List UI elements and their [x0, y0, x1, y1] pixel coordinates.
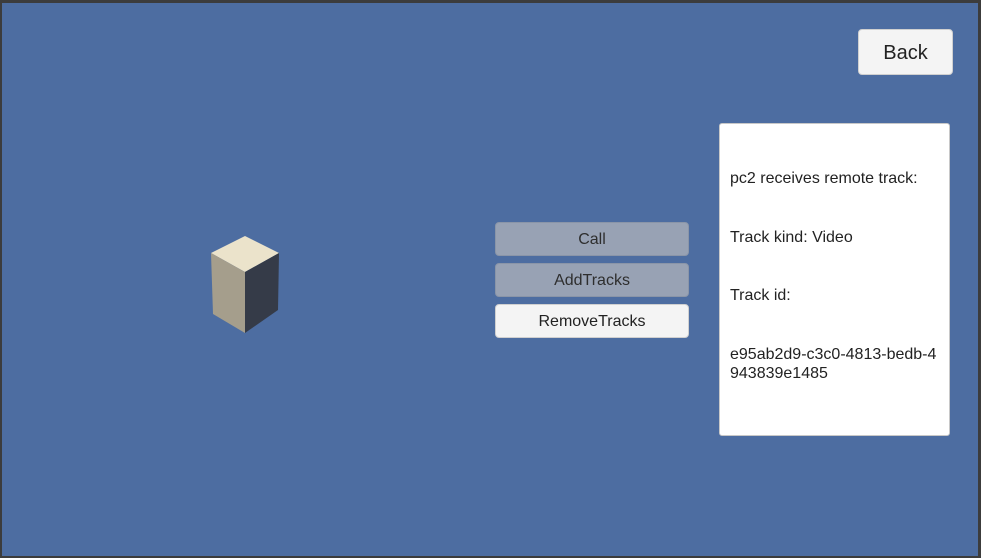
add-tracks-button[interactable]: AddTracks [495, 263, 689, 297]
call-button[interactable]: Call [495, 222, 689, 256]
cube-top-face [211, 236, 279, 272]
remove-tracks-button[interactable]: RemoveTracks [495, 304, 689, 338]
cube-object [211, 236, 279, 333]
log-line: e95ab2d9-c3c0-4813-bedb-4943839e1485 [730, 345, 937, 383]
log-line: pc2 receives remote track: [730, 170, 918, 187]
log-line: Track kind: Video [730, 228, 853, 246]
log-line: Track id: [730, 287, 791, 304]
cube-right-face [245, 253, 279, 333]
log-panel: pc2 receives remote track: Track kind: V… [719, 123, 950, 436]
back-button[interactable]: Back [858, 29, 953, 75]
cube-left-face [211, 253, 245, 333]
